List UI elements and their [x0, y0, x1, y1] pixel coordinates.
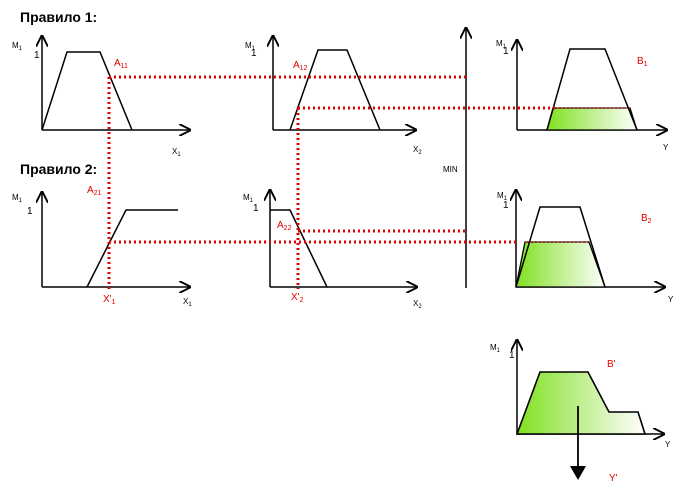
projection-lines	[107, 75, 630, 289]
a21-x1-label: X1	[183, 297, 192, 308]
bprime-mu-label: M1	[490, 343, 501, 354]
b1-one-label: 1	[503, 46, 509, 57]
b2-one-label: 1	[503, 200, 509, 211]
b2-truncated-fill	[515, 241, 606, 288]
panel-b2: M1 1 Y B2	[497, 190, 674, 304]
panel-b1: M1 1 Y B1	[496, 39, 669, 152]
b1-membership-function	[546, 48, 638, 131]
a11-x1-label: X1	[172, 147, 181, 158]
bprime-label: B'	[607, 359, 616, 370]
a12-one-label: 1	[251, 48, 257, 59]
a22-label: A22	[277, 220, 292, 232]
a21-label: A21	[87, 185, 102, 197]
rule2-title: Правило 2:	[20, 161, 97, 177]
b2-membership-function	[515, 206, 606, 288]
b1-truncated-fill	[546, 107, 638, 131]
a22-membership-function	[270, 209, 328, 288]
a11-label: A11	[114, 58, 128, 70]
a12-mu-label: M1	[245, 41, 256, 52]
a12-x2-label: X2	[413, 145, 422, 156]
a11-membership-function	[41, 51, 133, 131]
yprime-label: Y'	[609, 473, 618, 484]
a21-one-label: 1	[27, 206, 33, 217]
a22-one-label: 1	[253, 203, 259, 214]
a11-mu-label: M1	[12, 41, 23, 52]
bprime-one-label: 1	[509, 350, 515, 361]
xp2-label: X'2	[291, 292, 304, 304]
min-label: MIN	[443, 165, 458, 174]
panel-a22: M1 1 X2 A22	[243, 190, 422, 310]
b2-label: B2	[641, 213, 652, 225]
b1-label: B1	[637, 56, 648, 68]
a21-mu-label: M1	[12, 193, 23, 204]
a12-membership-function	[289, 49, 381, 131]
defuzzification-arrow-head	[570, 466, 586, 480]
panel-a21: M1 1 X1 A21	[12, 185, 192, 308]
b1-mu-label: M1	[496, 39, 507, 50]
bprime-y-label: Y	[665, 440, 671, 449]
rule1-title: Правило 1:	[20, 9, 97, 25]
panel-bprime: M1 1 Y B' Y'	[490, 340, 671, 484]
b1-y-label: Y	[663, 143, 669, 152]
a11-one-label: 1	[34, 50, 40, 61]
b2-mu-label: M1	[497, 191, 508, 202]
panel-a12: M1 1 X2 A12	[245, 36, 422, 156]
a12-label: A12	[293, 60, 308, 72]
a22-mu-label: M1	[243, 193, 254, 204]
a22-x2-label: X2	[413, 299, 422, 310]
b2-y-label: Y	[668, 295, 674, 304]
min-operator: MIN	[443, 28, 466, 288]
a21-membership-function	[86, 209, 178, 288]
panel-a11: M1 1 X1 A11	[12, 36, 190, 158]
xp1-label: X'1	[103, 294, 116, 306]
bprime-aggregated-set	[515, 371, 647, 435]
